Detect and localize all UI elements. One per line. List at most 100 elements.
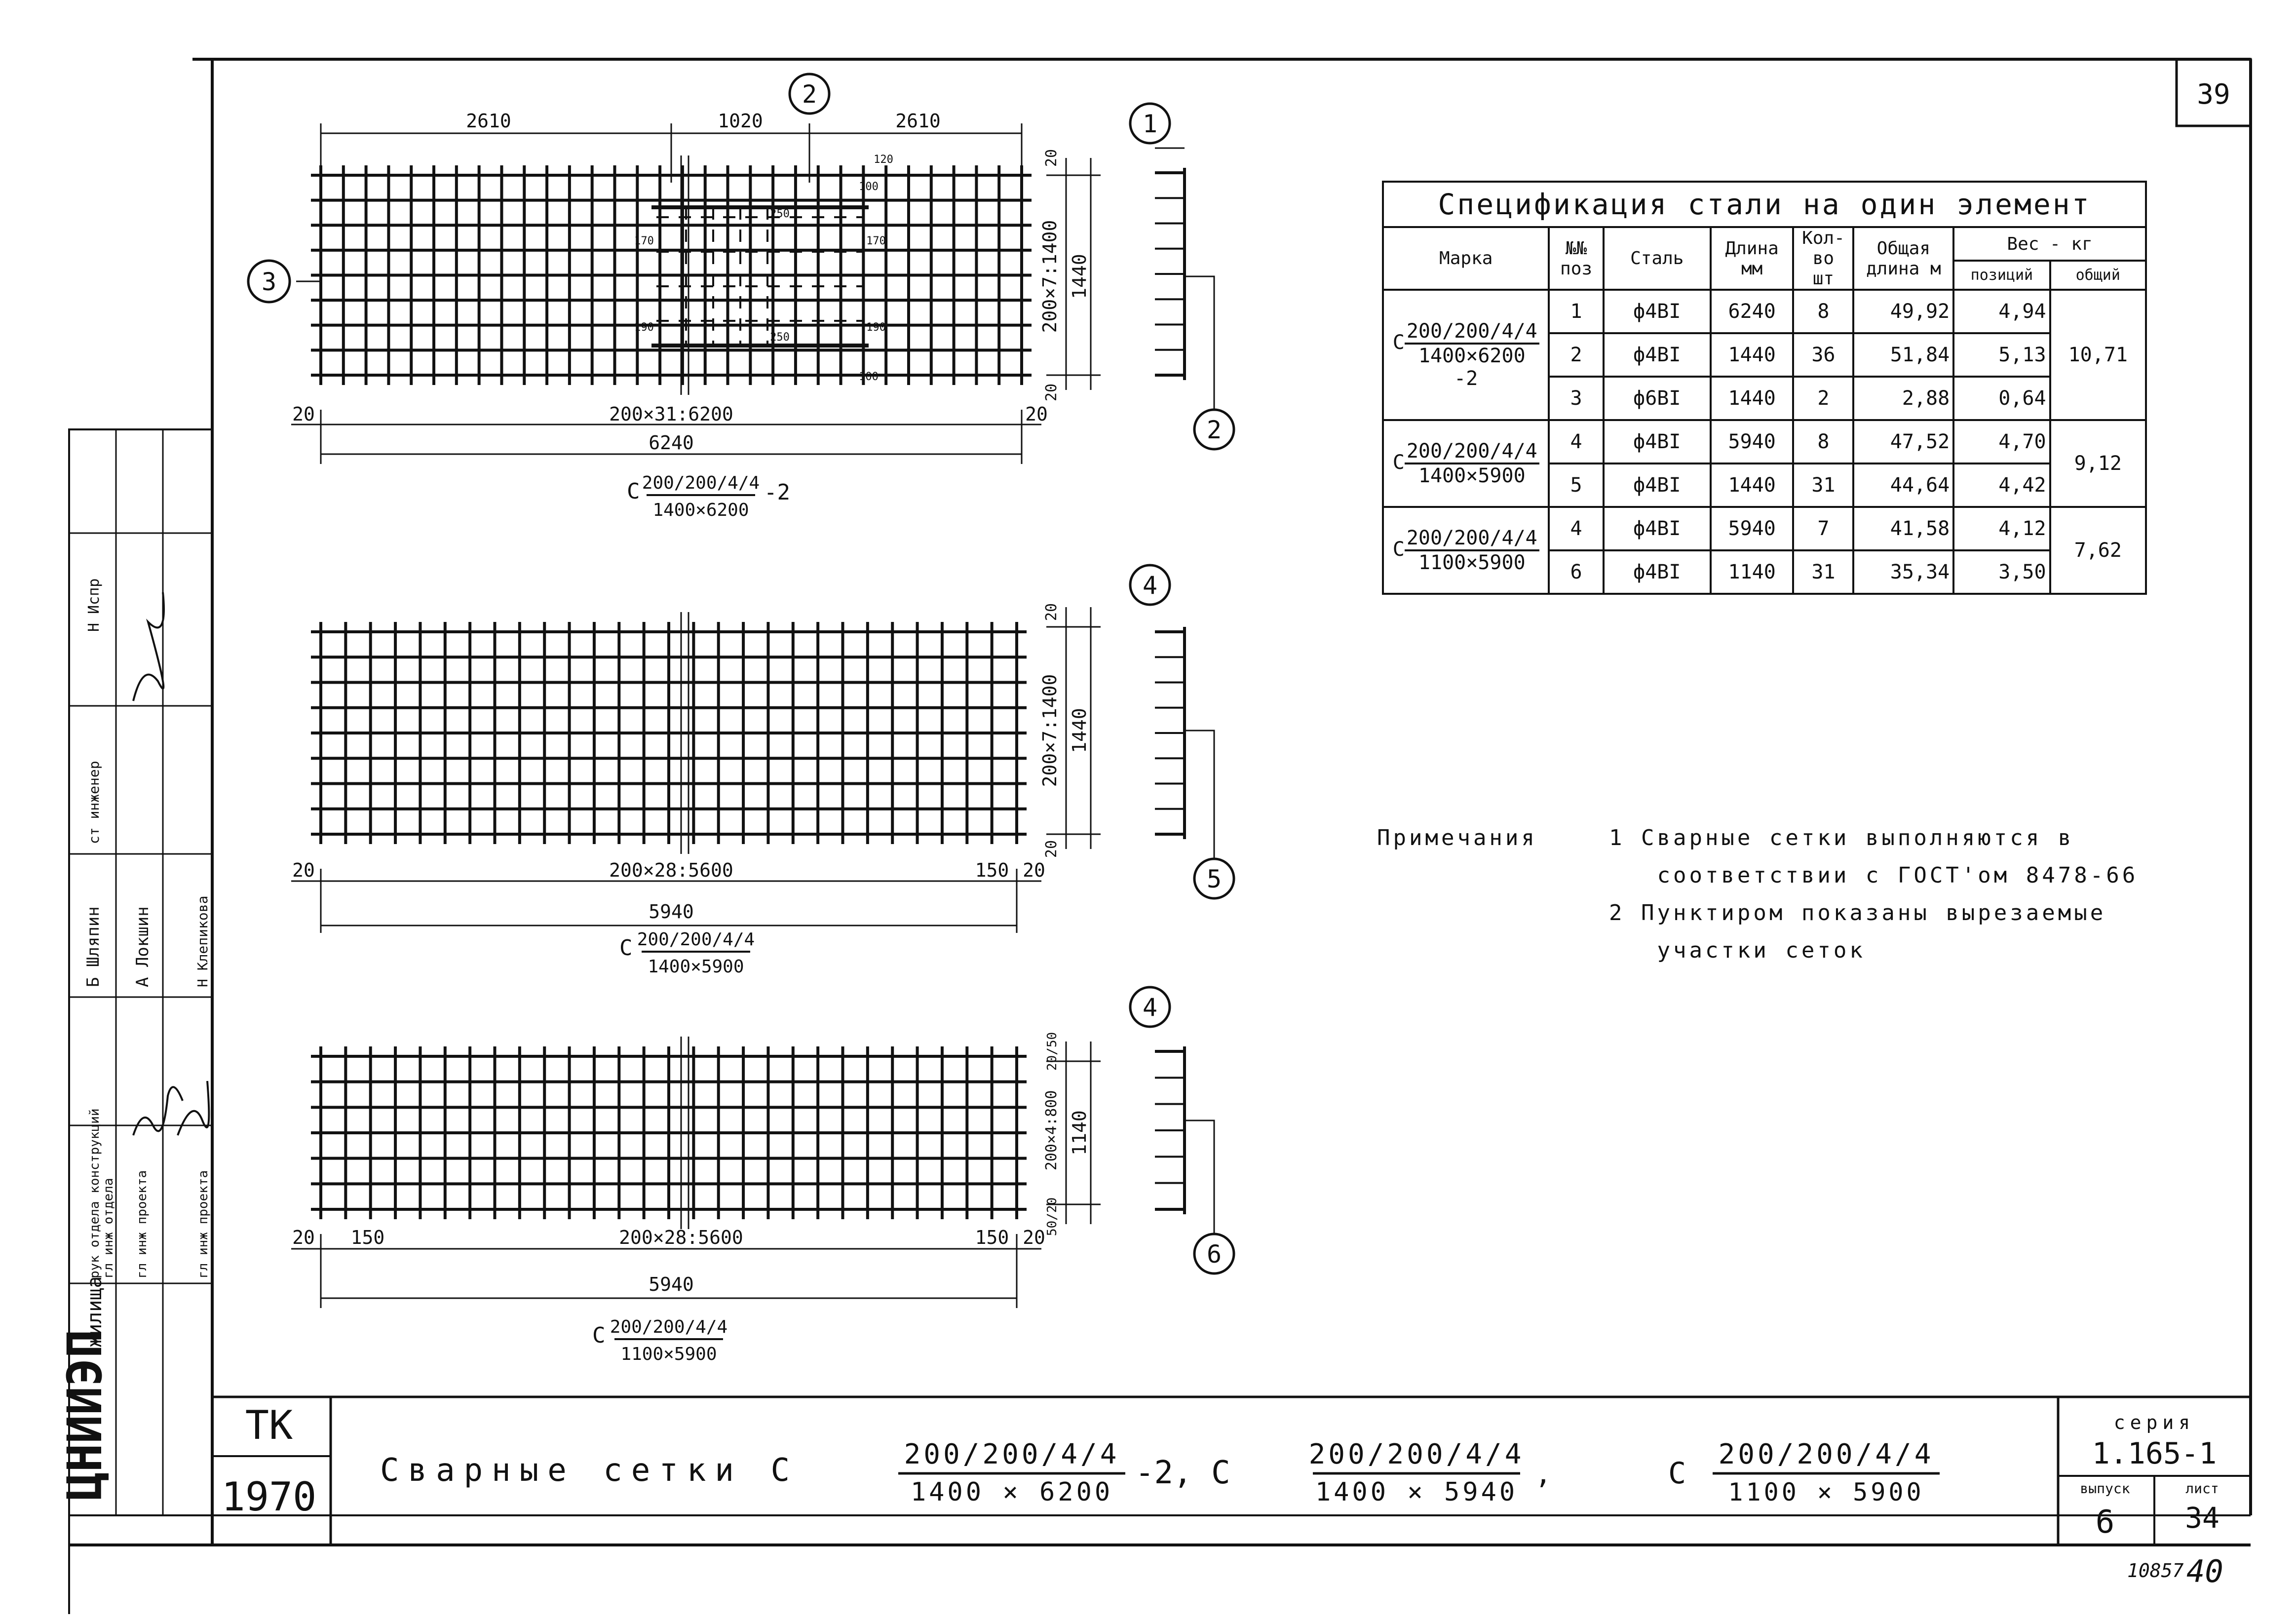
- m3-dim-edge-right-b: 20: [1023, 1227, 1045, 1248]
- m2-dim-right: 200×7:1400: [1039, 674, 1061, 787]
- spec-cell-pos: 6: [1548, 549, 1605, 595]
- spec-mark-num: 200/200/4/4: [1404, 440, 1539, 464]
- note-line-1: 1 Сварные сетки выполняются в: [1609, 825, 2074, 850]
- note-line-4: участки сеток: [1609, 938, 1866, 963]
- spec-h-steel: Сталь: [1602, 226, 1712, 291]
- spec-mark-prefix: С: [1392, 451, 1405, 474]
- spec-cell-weight: 4,70: [1952, 419, 2051, 464]
- series-label: серия: [2114, 1412, 2195, 1433]
- callout-2: 2: [1207, 416, 1222, 444]
- dim-inner-7: 250: [770, 208, 790, 220]
- dim-inner-9: 120: [874, 154, 893, 166]
- spec-h-qty: Кол-во шт: [1792, 226, 1855, 291]
- m3-dim-bottom: 200×28:5600: [619, 1227, 743, 1248]
- callout-4b: 4: [1143, 993, 1157, 1022]
- spec-cell-pos: 5: [1548, 463, 1605, 508]
- inventory-number: 10857: [2127, 1560, 2184, 1581]
- callout-circles: [247, 73, 1235, 1275]
- spec-cell-weight: 4,42: [1952, 463, 2051, 508]
- title-m1-den: 1400 × 6200: [911, 1477, 1113, 1507]
- spec-cell-qty: 8: [1792, 419, 1855, 464]
- mesh-2-mark-prefix: С: [619, 935, 633, 961]
- mesh-1-inner-dims: 170 170 190 190 100 100 250 250 120: [634, 154, 893, 383]
- m3-dim-right: 200×4:800: [1043, 1090, 1060, 1171]
- spec-cell-length: 5940: [1709, 419, 1795, 464]
- spec-mark-den: 1400×6200: [1418, 345, 1526, 367]
- spec-h-length: Длина мм: [1709, 226, 1795, 291]
- notes-label: Примечания: [1377, 825, 1537, 850]
- title-m2-den: 1400 × 5940: [1315, 1477, 1518, 1507]
- spec-cell-pos: 4: [1548, 506, 1605, 551]
- dim-right-top: 20: [1043, 149, 1060, 167]
- spec-h-weight-total: общий: [2049, 260, 2147, 291]
- spec-cell-length: 1440: [1709, 332, 1795, 378]
- callout-3: 3: [262, 268, 276, 296]
- mesh-2-mark-den: 1400×5900: [648, 957, 744, 977]
- dim-inner-8: 250: [770, 331, 790, 344]
- stamp-name-2: А Локшин: [133, 906, 153, 987]
- stamp-role2-1: ст инженер: [86, 761, 102, 844]
- spec-cell-total-length: 47,52: [1852, 419, 1955, 464]
- stamp-name-1: Б Шляпин: [83, 906, 103, 987]
- mesh-1-mark-prefix: С: [627, 479, 640, 504]
- spec-group-total: 9,12: [2049, 419, 2147, 508]
- dim-inner-2: 170: [866, 235, 886, 247]
- title-m3-prefix: С: [1668, 1456, 1686, 1491]
- spec-cell-pos: 4: [1548, 419, 1605, 464]
- spec-cell-length: 6240: [1709, 289, 1795, 334]
- mesh-3-grid: [311, 1037, 1185, 1229]
- spec-mark-prefix: С: [1392, 331, 1405, 354]
- spec-cell-steel: ф6ВI: [1602, 376, 1712, 421]
- mesh-2-mark-num: 200/200/4/4: [637, 929, 755, 950]
- m3-dim-edge-left-b: 150: [351, 1227, 385, 1248]
- callout-1: 1: [1143, 110, 1157, 138]
- issue-number: 6: [2096, 1504, 2115, 1541]
- dim-edge-right: 20: [1025, 403, 1048, 425]
- dim-top-mid: 1020: [718, 110, 763, 132]
- m3-dim-edge-right-a: 150: [975, 1227, 1009, 1248]
- mesh-1-grid: [311, 155, 1185, 395]
- m2-dim-bottom-total: 5940: [649, 901, 694, 923]
- drawing-title: Сварные сетки С 200/200/4/4 1400 × 6200 …: [380, 1438, 1940, 1507]
- spec-cell-length: 1440: [1709, 376, 1795, 421]
- m3-dim-edge-left-a: 20: [292, 1227, 315, 1248]
- spec-cell-qty: 31: [1792, 549, 1855, 595]
- signatures: [132, 592, 210, 1136]
- page-number-bottom: 40: [2186, 1553, 2223, 1589]
- spec-cell-qty: 2: [1792, 376, 1855, 421]
- mesh-2-mark: С 200/200/4/4 1400×5900: [619, 929, 755, 977]
- dim-inner-6: 100: [859, 371, 879, 383]
- spec-title: Спецификация стали на один элемент: [1382, 181, 2147, 228]
- sheet-frame: [68, 58, 2252, 1614]
- spec-cell-steel: ф4ВI: [1602, 419, 1712, 464]
- org-name: ЦНИИЭП: [57, 1329, 113, 1501]
- series-block: серия 1.165-1 выпуск 6 лист 34: [2080, 1412, 2219, 1541]
- spec-cell-weight: 3,50: [1952, 549, 2051, 595]
- callout-6: 6: [1207, 1240, 1222, 1269]
- spec-h-total-length: Общая длина м: [1852, 226, 1955, 291]
- mesh-1-mark-suffix: -2: [764, 480, 790, 505]
- spec-cell-qty: 8: [1792, 289, 1855, 334]
- drawing-year: 1970: [222, 1474, 317, 1520]
- dimension-lines: [291, 123, 1101, 1308]
- drawing-code: ТК: [245, 1402, 293, 1448]
- issue-label: выпуск: [2080, 1480, 2130, 1497]
- spec-h-mark: Марка: [1381, 226, 1550, 291]
- spec-mark-num: 200/200/4/4: [1404, 320, 1539, 345]
- spec-cell-total-length: 41,58: [1852, 506, 1955, 551]
- spec-cell-total-length: 44,64: [1852, 463, 1955, 508]
- spec-cell-steel: ф4ВI: [1602, 463, 1712, 508]
- spec-cell-length: 5940: [1709, 506, 1795, 551]
- dim-inner-1: 170: [634, 235, 654, 247]
- note-line-2: соответствии с ГОСТ'ом 8478-66: [1609, 863, 2139, 888]
- title-m3-num: 200/200/4/4: [1719, 1438, 1934, 1470]
- spec-cell-qty: 31: [1792, 463, 1855, 508]
- stamp-role-4: гл инж проекта: [196, 1170, 211, 1278]
